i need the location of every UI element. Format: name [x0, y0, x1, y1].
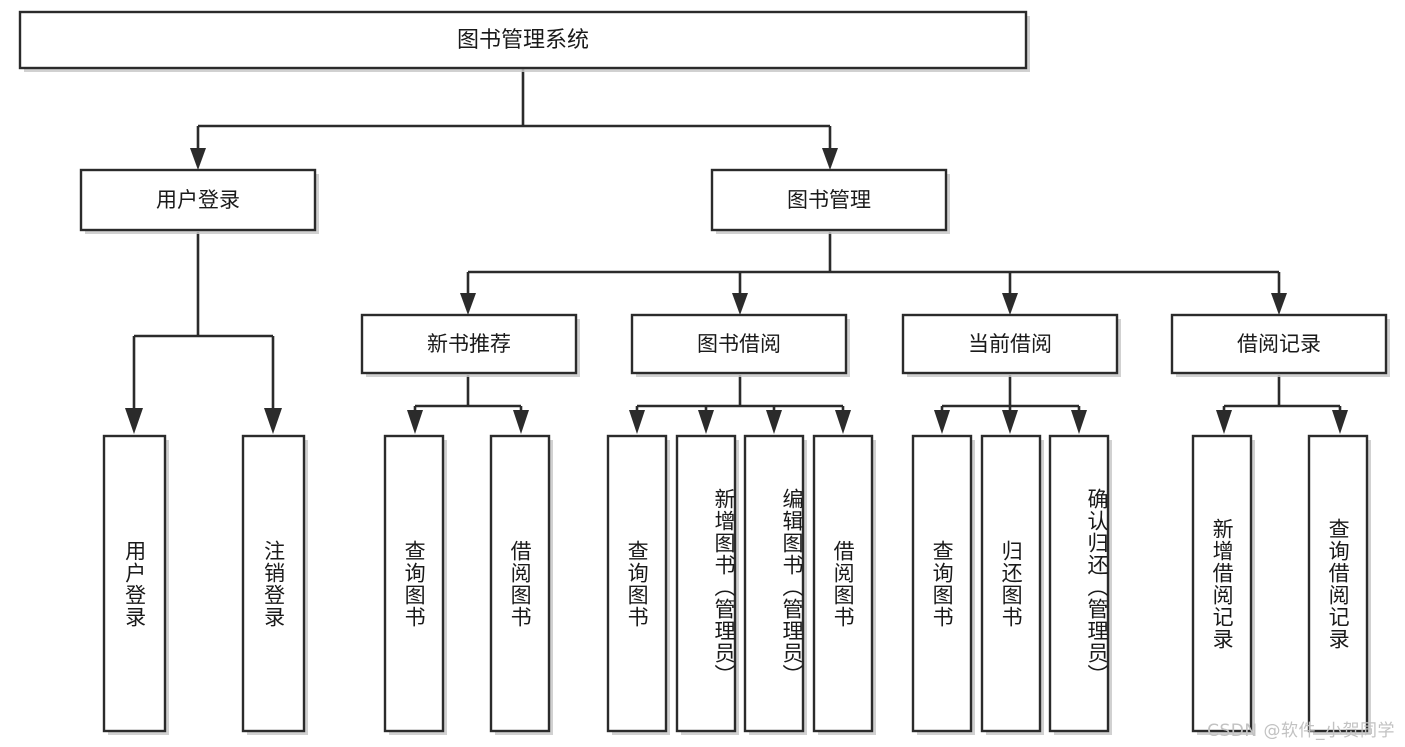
connector-layer — [125, 68, 1348, 434]
node-root[interactable] — [18, 10, 1028, 70]
label-borrow-record: 借阅记录 — [1237, 332, 1321, 356]
node-layer — [18, 10, 1390, 735]
arrow-head-bw-edit — [766, 410, 782, 434]
leaf-user-login[interactable] — [102, 434, 167, 733]
arrow-head-borrow — [732, 293, 748, 315]
arrow-head-bw-borrow — [835, 410, 851, 434]
node-borrow-record[interactable] — [1170, 313, 1388, 375]
label-layer: 图书管理系统 用户登录 图书管理 新书推荐 图书借阅 当前借阅 借阅记录 — [156, 28, 1321, 356]
label-book-management: 图书管理 — [787, 188, 871, 212]
leaf-bw-edit-book[interactable] — [743, 434, 805, 733]
label-user-login: 用户登录 — [156, 188, 240, 212]
leaf-bw-add-book[interactable] — [675, 434, 737, 733]
node-book-management[interactable] — [710, 168, 948, 232]
arrow-head-rec-query — [1332, 410, 1348, 434]
arrow-head-rec-add — [1216, 410, 1232, 434]
node-new-book-recommend[interactable] — [360, 313, 578, 375]
label-new-book-recommend: 新书推荐 — [427, 332, 511, 356]
arrow-head-current — [1002, 293, 1018, 315]
leaf-user-logout[interactable] — [241, 434, 306, 733]
arrow-head-login — [190, 148, 206, 170]
leaf-cur-return-book[interactable] — [980, 434, 1042, 733]
arrow-head-cur-confirm — [1071, 410, 1087, 434]
arrow-head-user-login — [125, 408, 143, 434]
arrow-head-bookmgmt — [822, 148, 838, 170]
node-user-login[interactable] — [79, 168, 317, 232]
arrow-head-cur-query — [934, 410, 950, 434]
csdn-watermark: CSDN @软件_小贺同学 — [1207, 721, 1395, 741]
node-current-borrow[interactable] — [901, 313, 1119, 375]
leaf-cur-confirm-return[interactable] — [1048, 434, 1110, 733]
arrow-head-cur-return — [1002, 410, 1018, 434]
leaf-bw-borrow-book[interactable] — [812, 434, 874, 733]
arrow-head-nr-query — [407, 410, 423, 434]
label-root: 图书管理系统 — [457, 28, 589, 53]
leaf-nr-borrow-book[interactable] — [489, 434, 551, 733]
leaf-rec-add-record[interactable] — [1191, 434, 1253, 733]
leaf-bw-query-book[interactable] — [606, 434, 668, 733]
arrow-head-bw-add — [698, 410, 714, 434]
leaf-rec-query-record[interactable] — [1307, 434, 1369, 733]
arrow-head-bw-query — [629, 410, 645, 434]
arrow-head-record — [1271, 293, 1287, 315]
leaf-cur-query-book[interactable] — [911, 434, 973, 733]
arrow-head-nr-borrow — [513, 410, 529, 434]
arrow-head-new-rec — [460, 293, 476, 315]
label-current-borrow: 当前借阅 — [968, 332, 1052, 356]
node-book-borrow[interactable] — [630, 313, 848, 375]
arrow-head-user-logout — [264, 408, 282, 434]
label-book-borrow: 图书借阅 — [697, 332, 781, 356]
leaf-nr-query-book[interactable] — [383, 434, 445, 733]
